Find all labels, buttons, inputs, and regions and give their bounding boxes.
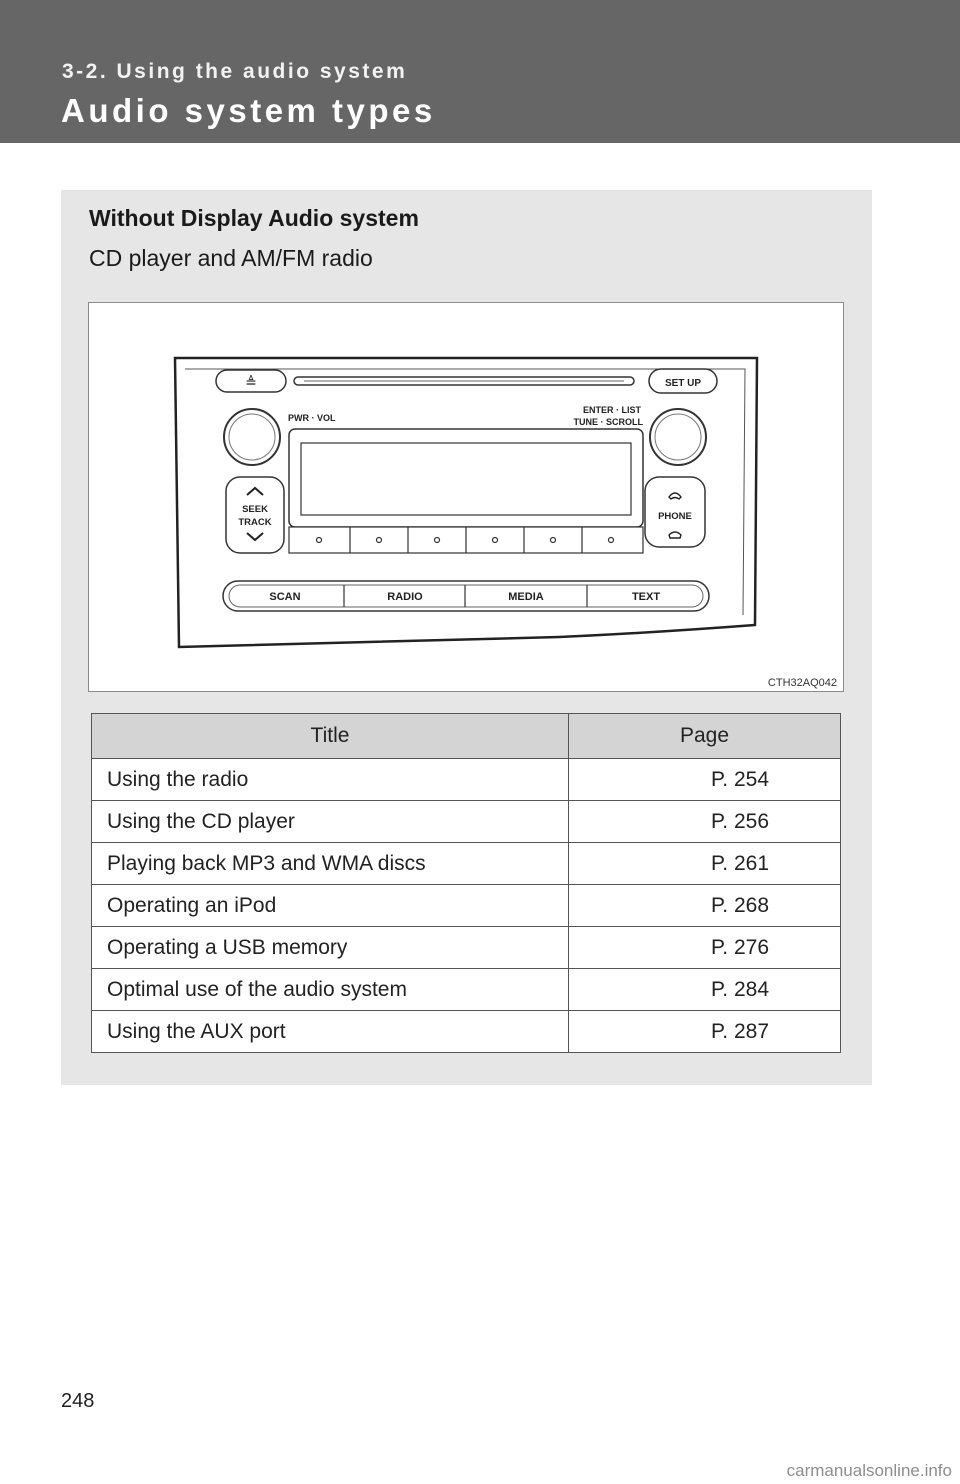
reference-table: Title Page Using the radio P. 254 Using …	[91, 713, 841, 1053]
row-page: P. 254	[568, 758, 841, 801]
row-page: P. 256	[568, 800, 841, 843]
row-title: Using the AUX port	[91, 1010, 569, 1053]
tune-scroll-knob	[649, 408, 707, 466]
page-number: 248	[61, 1390, 95, 1412]
text-label: TEXT	[632, 591, 660, 603]
row-title: Using the radio	[91, 758, 569, 801]
setup-label: SET UP	[665, 378, 701, 389]
enter-list-label: ENTER · LIST	[583, 405, 642, 415]
pwr-vol-label: PWR · VOL	[288, 413, 336, 423]
row-title: Optimal use of the audio system	[91, 968, 569, 1011]
row-page: P. 276	[568, 926, 841, 969]
row-page: P. 287	[568, 1010, 841, 1053]
phone-label: PHONE	[658, 511, 692, 522]
column-header-page: Page	[568, 713, 841, 759]
eject-button	[215, 369, 287, 393]
table-row: Optimal use of the audio system P. 284	[91, 968, 841, 1011]
page-title: Audio system types	[61, 92, 436, 129]
row-title: Operating an iPod	[91, 884, 569, 927]
row-title: Playing back MP3 and WMA discs	[91, 842, 569, 885]
row-page: P. 268	[568, 884, 841, 927]
media-label: MEDIA	[508, 591, 544, 603]
audio-unit-drawing: ≜ SET UP PWR · VOL ENTER · LIST TUNE · S…	[173, 356, 759, 649]
audio-unit-illustration: ≜ SET UP PWR · VOL ENTER · LIST TUNE · S…	[88, 302, 844, 692]
table-row: Playing back MP3 and WMA discs P. 261	[91, 842, 841, 885]
table-row: Using the radio P. 254	[91, 758, 841, 801]
table-header-row: Title Page	[91, 713, 841, 759]
section-label: 3-2. Using the audio system	[62, 60, 408, 83]
chapter-header: 3-2. Using the audio system Audio system…	[0, 0, 960, 143]
eject-icon: ≜	[245, 375, 257, 391]
seek-label: SEEK	[242, 504, 268, 515]
figure-code: CTH32AQ042	[767, 677, 837, 689]
seek-up-icon	[246, 486, 264, 496]
phone-button	[644, 476, 706, 548]
row-title: Operating a USB memory	[91, 926, 569, 969]
tune-scroll-label: TUNE · SCROLL	[574, 417, 644, 427]
scan-label: SCAN	[269, 591, 300, 603]
phone-hangup-icon	[668, 531, 682, 539]
table-row: Operating an iPod P. 268	[91, 884, 841, 927]
table-row: Using the AUX port P. 287	[91, 1010, 841, 1053]
preset-buttons	[288, 526, 644, 554]
panel-heading: Without Display Audio system	[89, 205, 419, 231]
table-row: Using the CD player P. 256	[91, 800, 841, 843]
display-screen	[300, 442, 632, 516]
pwr-vol-knob	[223, 408, 281, 466]
setup-button	[648, 368, 718, 394]
table-row: Operating a USB memory P. 276	[91, 926, 841, 969]
phone-answer-icon	[668, 492, 682, 500]
row-title: Using the CD player	[91, 800, 569, 843]
seek-track-button	[225, 476, 285, 554]
watermark-link[interactable]: carmanualsonline.info	[786, 1461, 952, 1480]
column-header-title: Title	[91, 713, 569, 759]
row-page: P. 284	[568, 968, 841, 1011]
panel-caption: CD player and AM/FM radio	[89, 245, 373, 271]
row-page: P. 261	[568, 842, 841, 885]
radio-label: RADIO	[387, 591, 423, 603]
track-label: TRACK	[238, 517, 271, 528]
seek-down-icon	[246, 532, 264, 542]
